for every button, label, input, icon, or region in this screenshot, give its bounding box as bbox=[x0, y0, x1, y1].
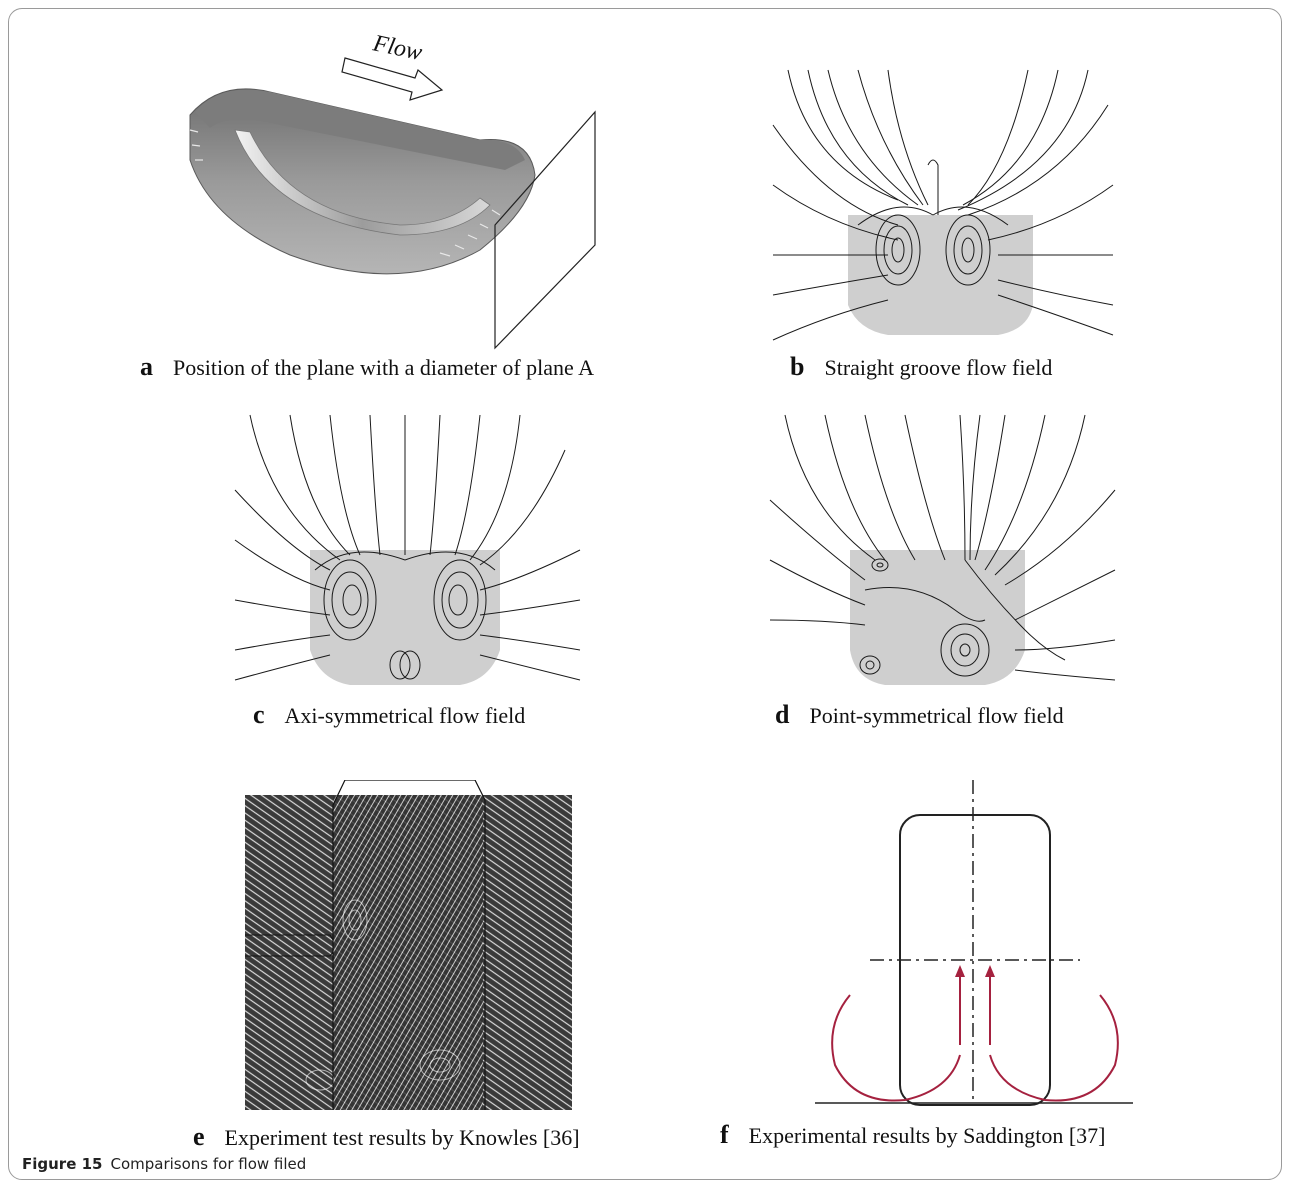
saddington-schematic bbox=[815, 775, 1135, 1115]
up-arrow-icon bbox=[955, 965, 965, 977]
caption-e: e Experiment test results by Knowles [36] bbox=[193, 1122, 580, 1152]
caption-a-letter: a bbox=[140, 352, 153, 381]
caption-f: f Experimental results by Saddington [37] bbox=[720, 1120, 1106, 1150]
figure-caption: Figure 15 Comparisons for flow filed bbox=[22, 1155, 306, 1173]
caption-e-letter: e bbox=[193, 1122, 205, 1151]
straight-groove-plot bbox=[768, 65, 1118, 345]
caption-b-text: Straight groove flow field bbox=[824, 355, 1052, 380]
caption-e-text: Experiment test results by Knowles [36] bbox=[225, 1125, 580, 1150]
caption-b-letter: b bbox=[790, 352, 804, 381]
axi-symmetrical-plot bbox=[230, 410, 585, 690]
caption-c-letter: c bbox=[253, 700, 265, 729]
up-arrow-icon bbox=[985, 965, 995, 977]
figure-label: Figure 15 bbox=[22, 1155, 102, 1173]
tire-outline bbox=[900, 815, 1050, 1105]
panel-b-streamlines bbox=[768, 65, 1118, 345]
caption-c-text: Axi-symmetrical flow field bbox=[285, 703, 526, 728]
panel-e-lic-image bbox=[245, 780, 575, 1115]
panel-c-streamlines bbox=[230, 410, 585, 690]
caption-f-letter: f bbox=[720, 1120, 729, 1149]
caption-d: d Point-symmetrical flow field bbox=[775, 700, 1064, 730]
caption-b: b Straight groove flow field bbox=[790, 352, 1052, 382]
panel-f-schematic bbox=[815, 775, 1135, 1115]
panel-d-streamlines bbox=[765, 410, 1120, 690]
figure-caption-text: Comparisons for flow filed bbox=[110, 1155, 306, 1173]
knowles-experiment-image bbox=[245, 780, 575, 1115]
tire-illustration: Flow bbox=[150, 20, 630, 360]
flow-arrow-icon bbox=[342, 58, 442, 100]
flow-label: Flow bbox=[370, 30, 425, 66]
caption-d-letter: d bbox=[775, 700, 789, 729]
panel-a-tire-diagram: Flow bbox=[150, 20, 630, 360]
point-symmetrical-plot bbox=[765, 410, 1120, 690]
caption-d-text: Point-symmetrical flow field bbox=[809, 703, 1063, 728]
caption-a-text: Position of the plane with a diameter of… bbox=[173, 355, 594, 380]
caption-a: a Position of the plane with a diameter o… bbox=[140, 352, 594, 382]
caption-c: c Axi-symmetrical flow field bbox=[253, 700, 525, 730]
caption-f-text: Experimental results by Saddington [37] bbox=[749, 1123, 1106, 1148]
